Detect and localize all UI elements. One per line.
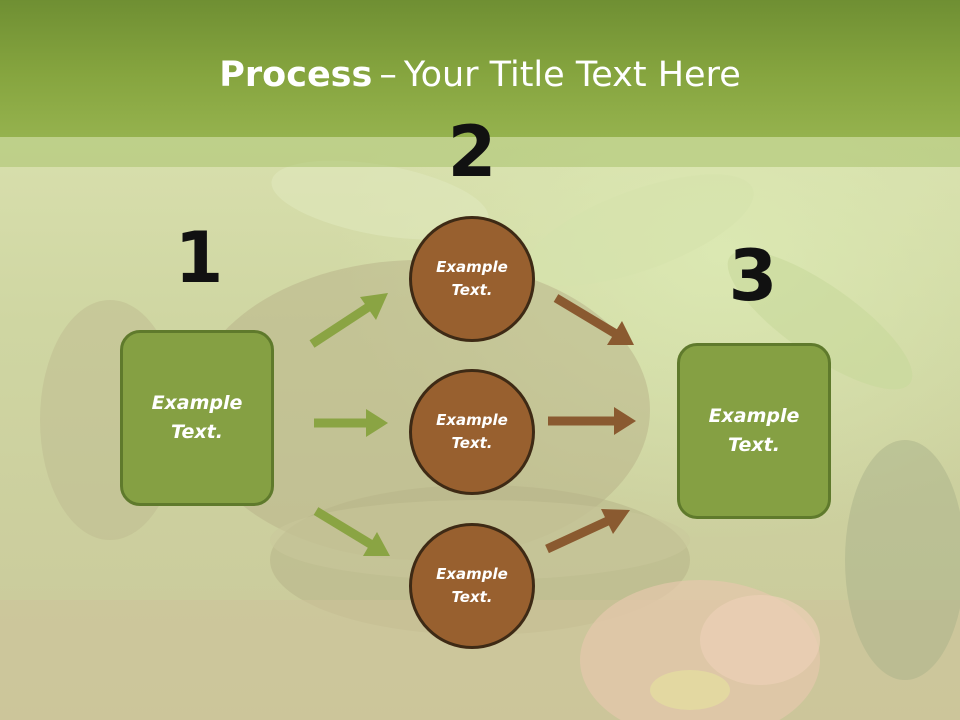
circle-top-label: Example Text. <box>436 258 508 299</box>
step-number-2: 2 <box>447 111 497 193</box>
title-bold: Process <box>219 55 373 95</box>
step-2-circle-top: Example Text. <box>409 216 535 342</box>
arrow-middle-to-step3 <box>548 407 636 435</box>
arrow-step1-to-bottom <box>313 507 390 556</box>
step-2-circle-bottom: Example Text. <box>409 523 535 649</box>
step-number-3: 3 <box>728 235 778 317</box>
arrow-top-to-step3 <box>553 294 634 345</box>
step-2-circle-middle: Example Text. <box>409 369 535 495</box>
arrow-step1-to-middle <box>314 409 388 437</box>
step-1-box: Example Text. <box>120 330 274 506</box>
title-band <box>0 137 960 167</box>
arrow-bottom-to-step3 <box>545 509 630 554</box>
step-3-label: Example Text. <box>708 405 800 456</box>
circle-middle-label: Example Text. <box>436 411 508 452</box>
title-rest: Your Title Text Here <box>403 55 741 95</box>
title-separator: – <box>379 55 397 95</box>
slide-title: Process–Your Title Text Here <box>0 52 960 98</box>
step-3-box: Example Text. <box>677 343 831 519</box>
step-1-label: Example Text. <box>151 392 243 443</box>
circle-bottom-label: Example Text. <box>436 565 508 606</box>
title-bar <box>0 0 960 137</box>
arrow-step1-to-top <box>309 293 388 348</box>
step-number-1: 1 <box>174 217 224 299</box>
